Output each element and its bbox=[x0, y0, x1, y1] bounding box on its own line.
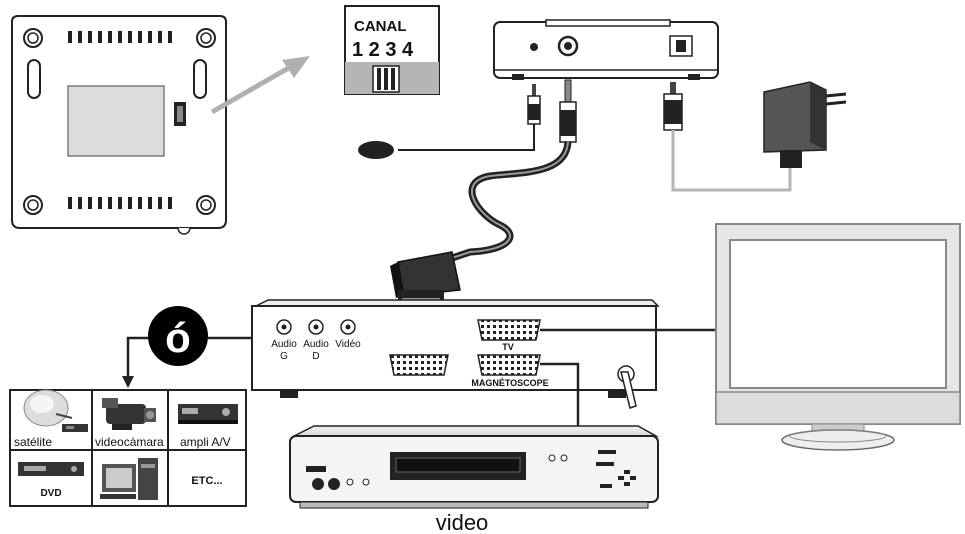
ir-emitter bbox=[358, 141, 394, 159]
vcr-caption: video bbox=[436, 510, 489, 534]
vcr-cable bbox=[540, 362, 580, 436]
antenna-connector bbox=[617, 365, 637, 409]
jack-label-d: D bbox=[312, 351, 319, 362]
or-symbol: ó bbox=[122, 306, 252, 388]
sources-grid: satélite videocámara ampli A/V DVD bbox=[9, 389, 247, 507]
jack-label-audio-d: Audio bbox=[303, 339, 329, 350]
scart-plug bbox=[390, 251, 461, 302]
source-label-dvd: DVD bbox=[40, 488, 61, 499]
scart-vcr-label: MAGNÉTOSCOPE bbox=[471, 378, 548, 388]
camcorder-icon bbox=[102, 398, 156, 430]
or-label: ó bbox=[165, 314, 191, 361]
scart-socket-aux bbox=[389, 354, 449, 376]
jack-label-video: Vidéo bbox=[335, 339, 361, 350]
source-label-camcorder: videocámara bbox=[95, 435, 164, 449]
source-label-satellite: satélite bbox=[14, 435, 52, 449]
source-label-etc: ETC... bbox=[191, 475, 222, 487]
ir-cable bbox=[398, 124, 535, 151]
audio-video-plugs bbox=[527, 79, 683, 143]
transmitter-box bbox=[493, 19, 719, 80]
scart-tv-label: TV bbox=[502, 342, 514, 352]
vcr bbox=[289, 425, 659, 509]
power-adapter bbox=[763, 81, 847, 168]
power-cable bbox=[671, 130, 792, 192]
satellite-dish-icon bbox=[23, 389, 88, 432]
zoom-arrow bbox=[210, 56, 310, 115]
jack-label-g: G bbox=[280, 351, 288, 362]
scart-socket-vcr bbox=[477, 354, 541, 376]
source-label-amplifier: ampli A/V bbox=[180, 435, 231, 449]
computer-icon bbox=[100, 458, 158, 500]
scart-socket-tv bbox=[477, 319, 541, 341]
dvd-player-icon bbox=[18, 462, 84, 476]
receiver-underside bbox=[11, 15, 227, 235]
channel-title: CANAL bbox=[354, 18, 407, 35]
channel-switch: CANAL 1 2 3 4 bbox=[344, 5, 440, 95]
amplifier-icon bbox=[178, 404, 238, 424]
av-panel: Audio G Audio D Vidéo TV MAGNÉTOSCOPE bbox=[251, 299, 660, 409]
television bbox=[715, 223, 961, 451]
channel-numbers: 1 2 3 4 bbox=[352, 39, 414, 61]
jack-label-audio-g: Audio bbox=[271, 339, 297, 350]
